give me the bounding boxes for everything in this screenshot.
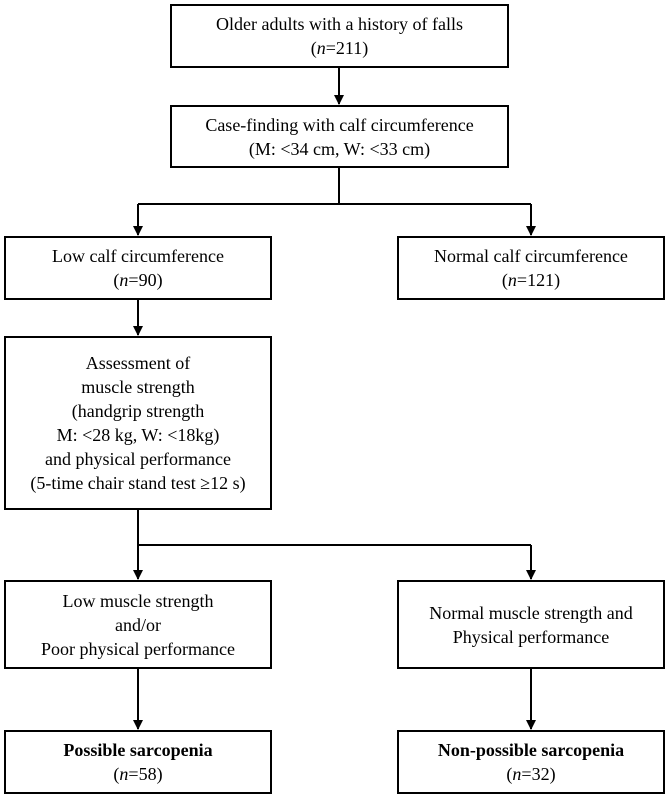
assessment-line-3: (handgrip strength [71,401,205,421]
n-symbol: n [512,764,522,784]
normal-strength-box: Normal muscle strength and Physical perf… [397,580,665,669]
non-possible-sarcopenia-count: (n=32) [506,764,556,784]
possible-sarcopenia-box: Possible sarcopenia (n=58) [4,730,272,794]
non-possible-sarcopenia-label: Non-possible sarcopenia [437,740,625,760]
normal-calf-count: (n=121) [501,270,561,290]
low-strength-line-2: and/or [115,614,161,635]
n-symbol: n [316,38,326,58]
older-adults-label: Older adults with a history of falls [216,14,463,34]
possible-sarcopenia-count: (n=58) [113,764,163,784]
non-possible-sarcopenia-box: Non-possible sarcopenia (n=32) [397,730,665,794]
assessment-line-2: muscle strength [81,377,195,397]
normal-calf-box: Normal calf circumference (n=121) [397,236,665,300]
n-symbol: n [507,270,517,290]
assessment-box: Assessment of muscle strength (handgrip … [4,336,272,510]
normal-strength-line-1: Normal muscle strength and [429,602,633,623]
normal-strength-line-2: Physical performance [452,626,610,647]
older-adults-count: (n=211) [310,38,369,58]
low-calf-label: Low calf circumference [52,246,224,266]
possible-sarcopenia-label: Possible sarcopenia [63,740,213,760]
low-calf-box: Low calf circumference (n=90) [4,236,272,300]
assessment-line-5: and physical performance [45,449,231,469]
case-finding-box: Case-finding with calf circumference (M:… [170,105,509,168]
assessment-line-1: Assessment of [85,353,191,373]
normal-calf-label: Normal calf circumference [434,246,628,266]
low-strength-line-1: Low muscle strength [62,590,214,611]
assessment-line-6: (5-time chair stand test ≥12 s) [30,473,246,493]
n-symbol: n [119,764,129,784]
low-strength-line-3: Poor physical performance [41,638,235,659]
case-finding-title: Case-finding with calf circumference [205,114,474,135]
low-strength-box: Low muscle strength and/or Poor physical… [4,580,272,669]
assessment-line-4: M: <28 kg, W: <18kg) [56,425,220,445]
older-adults-box: Older adults with a history of falls (n=… [170,4,509,68]
n-symbol: n [119,270,129,290]
low-calf-count: (n=90) [113,270,163,290]
case-finding-criteria: (M: <34 cm, W: <33 cm) [248,138,431,159]
